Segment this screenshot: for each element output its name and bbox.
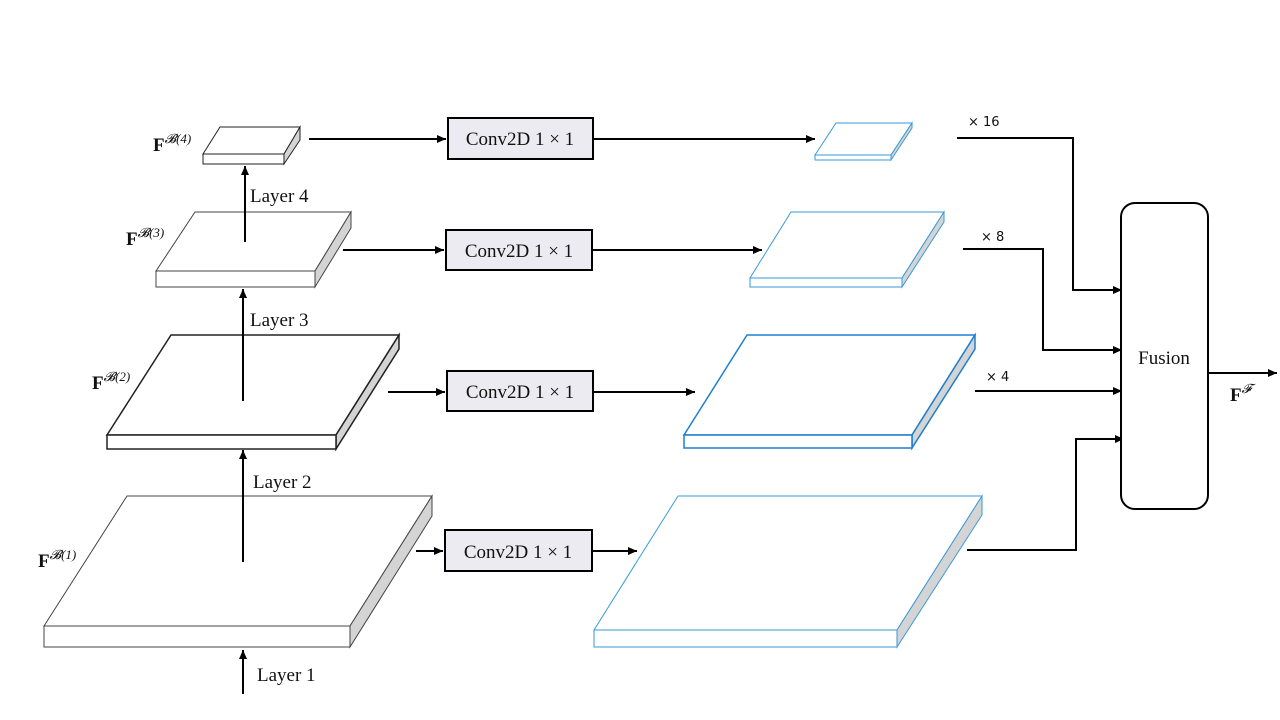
multiplier-x4: × 4 — [986, 370, 1009, 385]
fusion-block: Fusion — [1120, 202, 1209, 510]
conv-box-3: Conv2D 1 × 1 — [445, 229, 593, 271]
backbone-slab-2 — [105, 332, 401, 452]
layer-2-label: Layer 2 — [253, 472, 312, 493]
connector-x1 — [967, 435, 1124, 551]
multiplier-x16: × 16 — [968, 115, 1000, 130]
connector-x16 — [957, 137, 1122, 294]
feature-4-label: F𝓑(4) — [153, 131, 191, 156]
conv-box-1: Conv2D 1 × 1 — [444, 529, 593, 572]
feature-1-label: F𝓑(1) — [38, 547, 76, 572]
backbone-slab-1 — [43, 494, 433, 650]
branch-slab-3 — [749, 210, 945, 290]
conv-label-1: Conv2D 1 × 1 — [464, 542, 572, 563]
conv-label-4: Conv2D 1 × 1 — [466, 129, 574, 150]
conv-box-4: Conv2D 1 × 1 — [447, 117, 594, 160]
feature-2-label: F𝓑(2) — [92, 369, 130, 394]
branch-slab-4 — [814, 121, 913, 163]
feature-3-label: F𝓑(3) — [126, 225, 164, 250]
layer-1-label: Layer 1 — [257, 665, 316, 686]
backbone-slab-4 — [202, 125, 301, 167]
branch-slab-2 — [682, 332, 977, 451]
conv-box-2: Conv2D 1 × 1 — [446, 370, 594, 412]
layer-4-label: Layer 4 — [250, 186, 309, 207]
fusion-label: Fusion — [1138, 348, 1190, 369]
layer-3-label: Layer 3 — [250, 310, 309, 331]
multiplier-x8: × 8 — [981, 230, 1004, 245]
conv-label-2: Conv2D 1 × 1 — [466, 382, 574, 403]
conv-label-3: Conv2D 1 × 1 — [465, 241, 573, 262]
backbone-slab-3 — [155, 210, 352, 290]
output-feature-label: F𝓕 — [1230, 381, 1256, 406]
branch-slab-1 — [593, 494, 983, 650]
connector-x8 — [963, 248, 1122, 354]
